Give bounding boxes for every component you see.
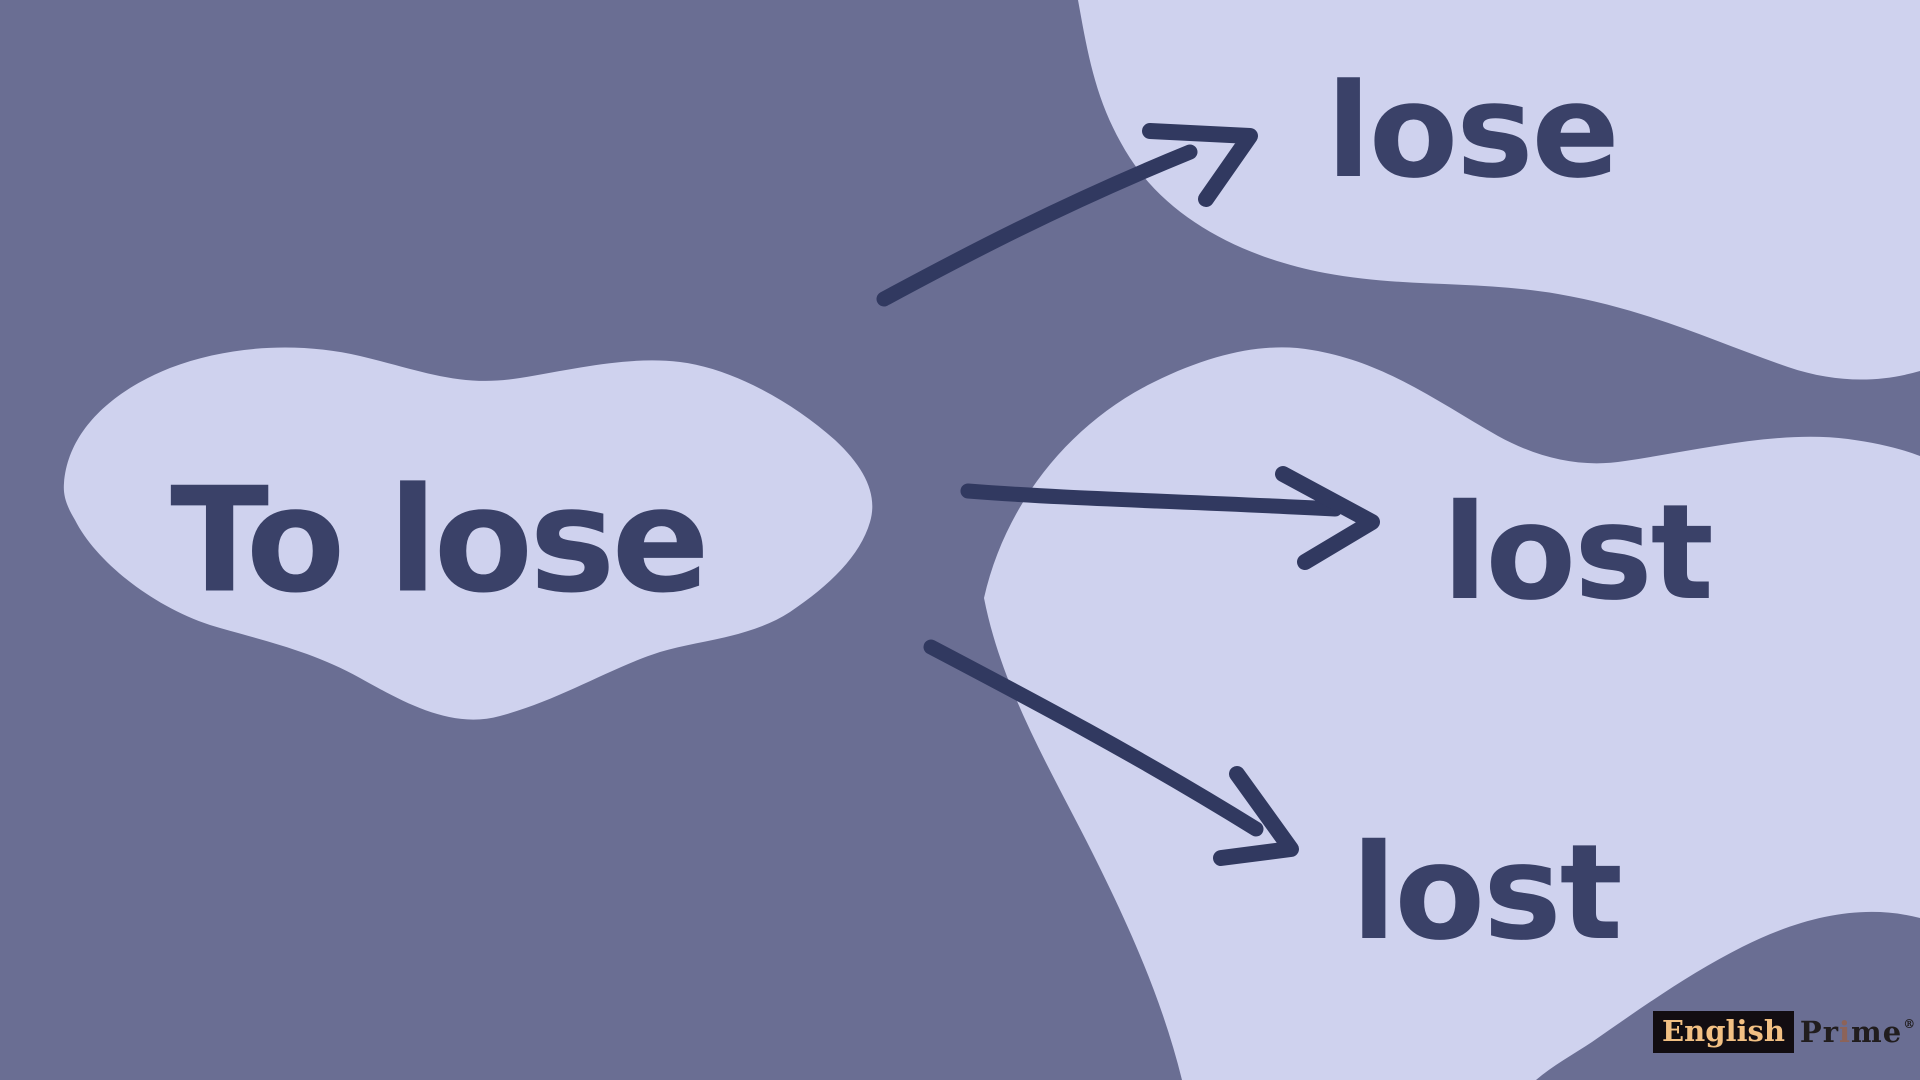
brand-logo: English Prime® [1653,1011,1916,1053]
word-past-simple: lost [1442,476,1714,630]
registered-mark: ® [1903,1016,1917,1031]
word-base-form: lose [1326,55,1619,207]
arrow-to-past-participle-icon [923,639,1299,866]
arrow-to-base-form-icon [876,123,1258,307]
blob-infinitive [63,347,873,720]
brand-logo-prime-pr: Pr [1799,1014,1840,1049]
brand-logo-prime-i: i [1839,1014,1852,1049]
blob-past-forms [984,347,1920,1080]
word-past-participle: lost [1351,816,1623,970]
blob-base-form [1078,0,1920,380]
brand-logo-box: English [1653,1011,1794,1053]
word-infinitive: To lose [170,456,710,626]
brand-logo-prime-me: me [1851,1014,1903,1049]
arrow-to-past-simple-icon [960,466,1380,570]
brand-logo-prime: Prime® [1799,1014,1917,1049]
